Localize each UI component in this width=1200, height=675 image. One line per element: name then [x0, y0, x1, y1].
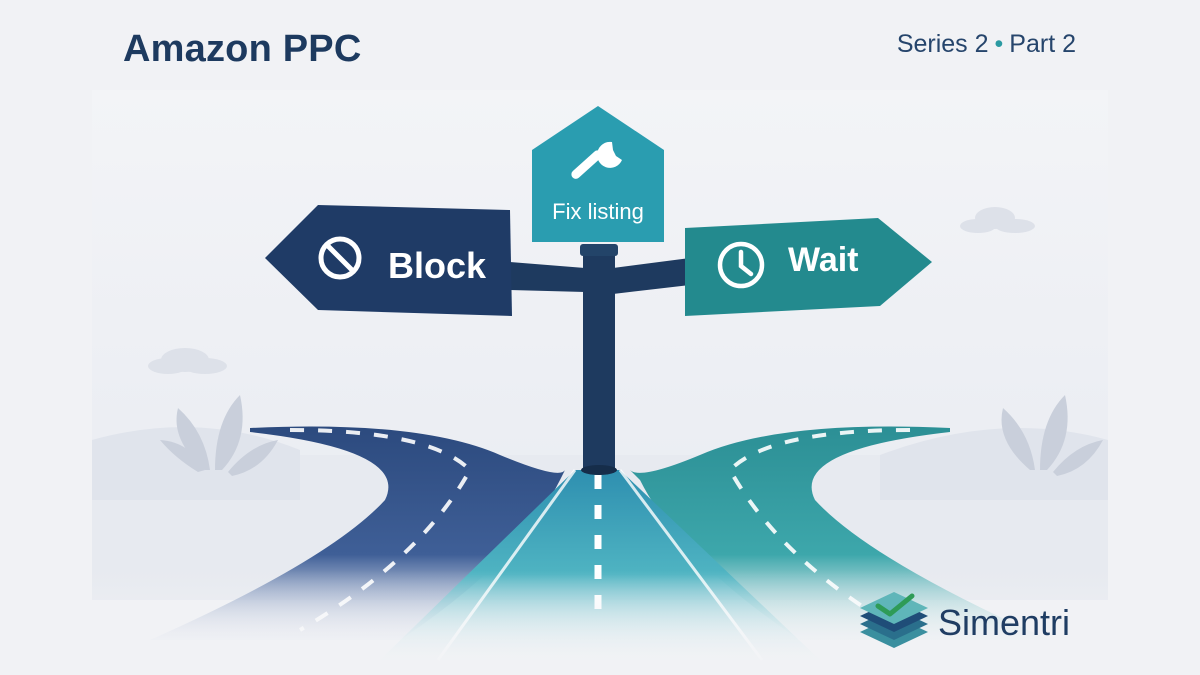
wait-sign-label: Wait: [788, 241, 859, 279]
brand-name: Simentri: [938, 602, 1071, 643]
bottom-fog: [0, 570, 1200, 675]
signpost-pole: [583, 248, 615, 470]
page-title: Amazon PPC: [123, 28, 362, 70]
series-text: Series 2: [896, 30, 989, 58]
block-icon: [318, 236, 362, 280]
clock-icon: [717, 241, 765, 289]
block-sign-label: Block: [388, 245, 487, 286]
bush-right-icon: [1001, 395, 1103, 476]
pole-base: [581, 465, 617, 475]
part-text: Part 2: [1009, 30, 1076, 58]
cloud-left: [148, 348, 227, 374]
stacked-layers-check-icon: [860, 592, 928, 648]
series-part-label: Series 2•Part 2: [897, 30, 1076, 59]
separator-dot: •: [994, 30, 1004, 58]
fix-listing-sign: [532, 106, 664, 242]
pole-cap: [580, 244, 618, 256]
cloud-right: [960, 207, 1035, 233]
sign-arm-left: [510, 262, 585, 292]
sign-arm-right: [613, 258, 690, 294]
block-sign: [265, 205, 512, 316]
fix-listing-sign-label: Fix listing: [552, 199, 644, 224]
bush-left-icon: [160, 395, 278, 476]
wrench-icon: [571, 141, 622, 179]
